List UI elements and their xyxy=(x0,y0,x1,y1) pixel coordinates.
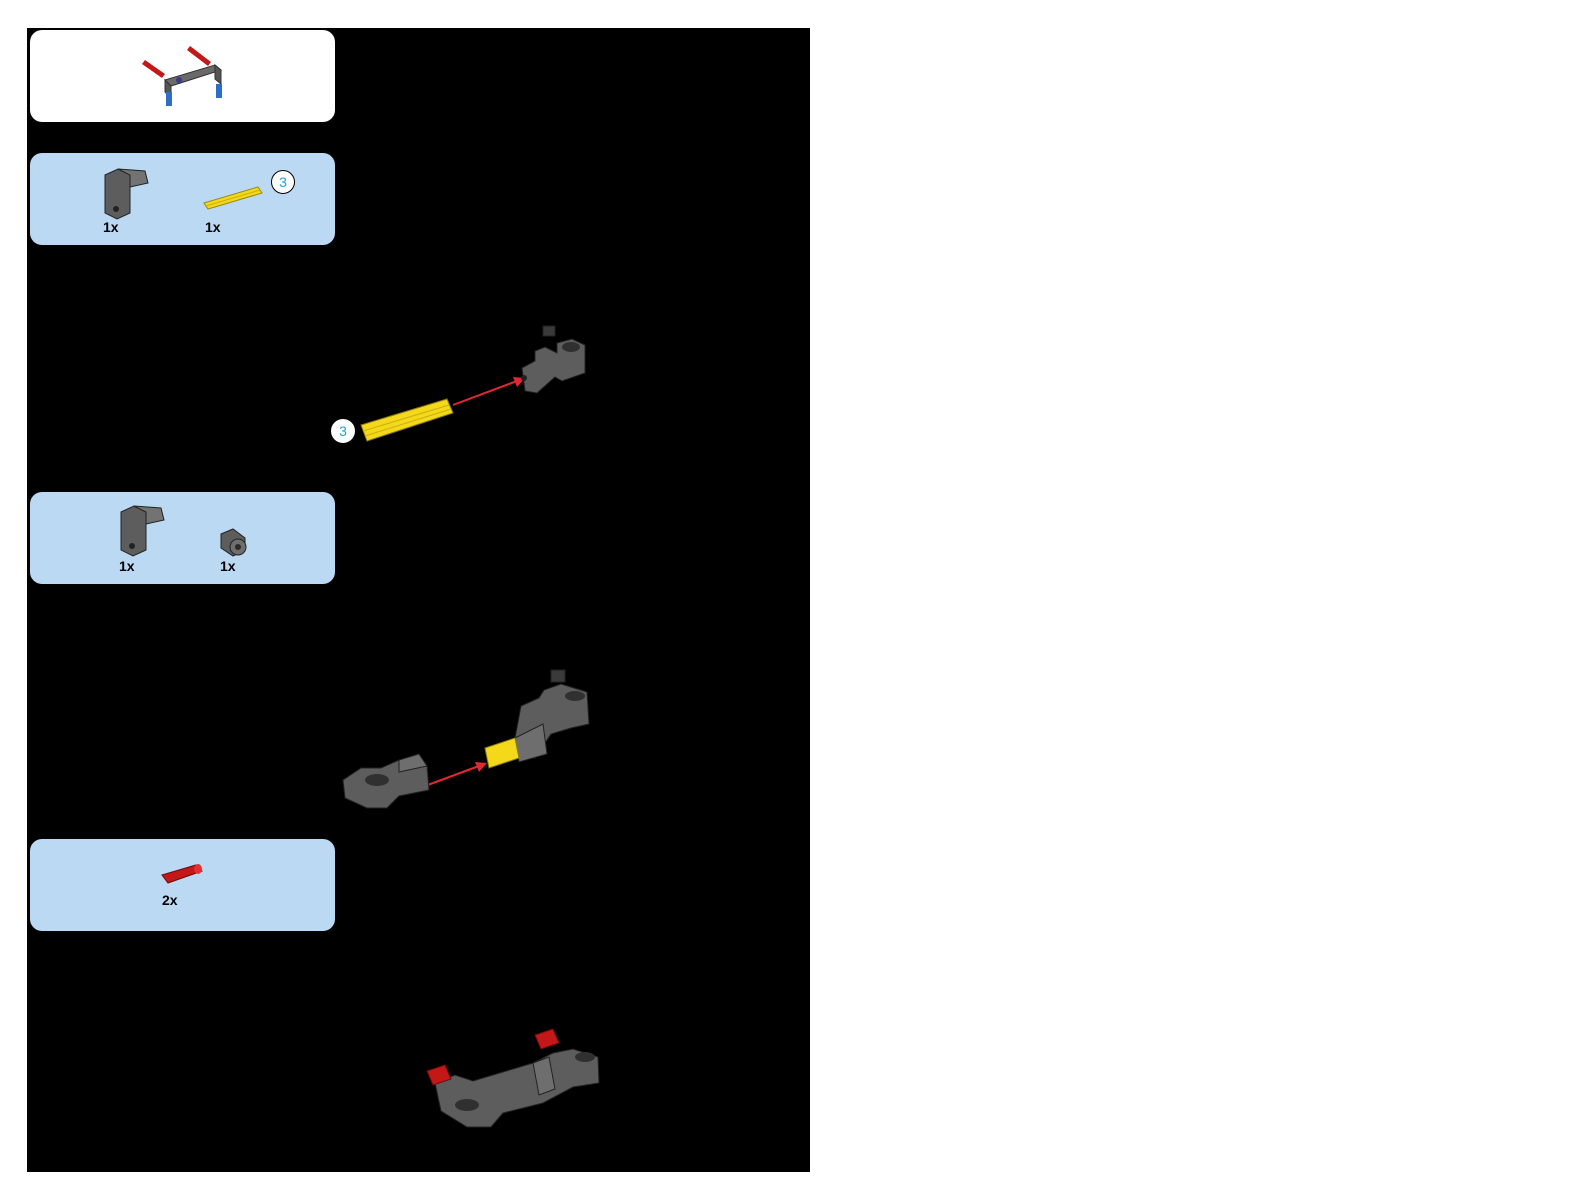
axle-length-callout: 3 xyxy=(331,419,355,443)
part-quantity: 1x xyxy=(220,558,236,574)
yellow-axle-icon xyxy=(203,186,263,210)
bush-icon xyxy=(220,528,247,557)
parts-list-box-step-1: 1x 3 1x xyxy=(30,153,335,245)
step-3-assembly-illustration xyxy=(426,1028,600,1128)
angle-connector-icon xyxy=(120,505,165,557)
submodel-preview-icon xyxy=(142,46,223,106)
angle-connector-icon xyxy=(104,168,149,220)
red-pin-icon xyxy=(161,864,203,884)
axle-length-callout: 3 xyxy=(271,170,295,194)
step-1-assembly-illustration xyxy=(360,325,586,442)
part-quantity: 1x xyxy=(119,558,135,574)
submodel-preview-box xyxy=(30,30,335,122)
step-2-assembly-illustration xyxy=(342,669,590,809)
part-quantity: 1x xyxy=(205,219,221,235)
part-quantity: 2x xyxy=(162,892,178,908)
part-quantity: 1x xyxy=(103,219,119,235)
parts-list-box-step-2: 1x 1x xyxy=(30,492,335,584)
parts-list-box-step-3: 2x xyxy=(30,839,335,931)
instruction-page: 1x 3 1x 3 1x 1 xyxy=(27,28,810,1172)
